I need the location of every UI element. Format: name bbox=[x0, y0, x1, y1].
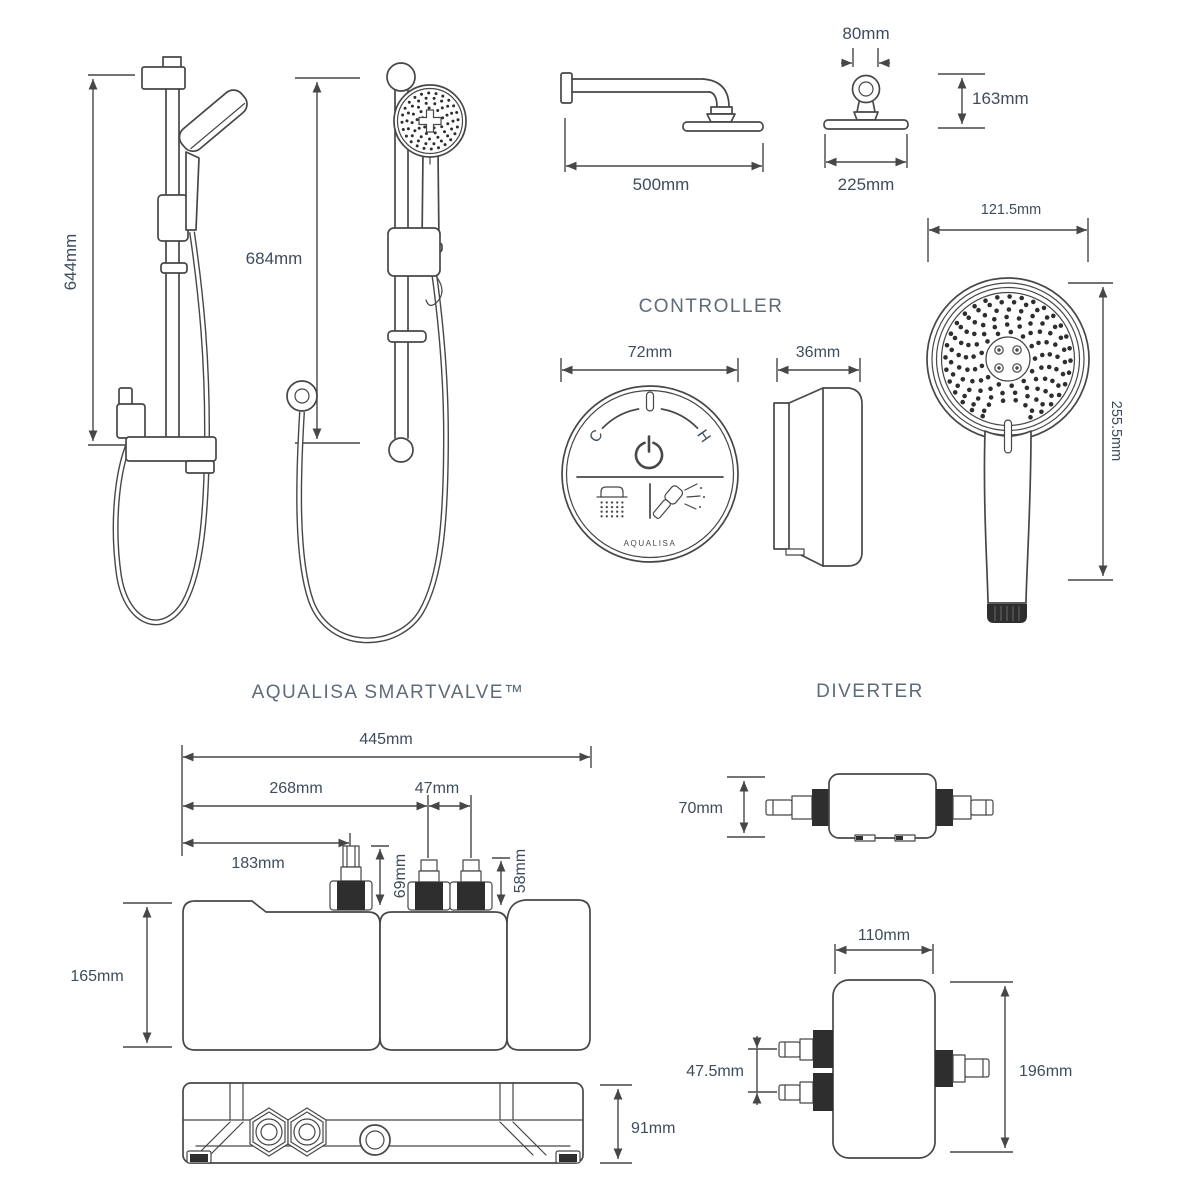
slide-rail-side-view: 644mm bbox=[61, 56, 248, 626]
rail-side-height-label: 644mm bbox=[61, 234, 80, 291]
outlet-offset-label: 183mm bbox=[231, 855, 284, 872]
smartvalve-width-label: 445mm bbox=[359, 731, 412, 748]
diverter-side-view: 70mm bbox=[679, 773, 994, 842]
diverter-width-label: 110mm bbox=[858, 927, 910, 944]
valve-depth-label: 91mm bbox=[631, 1120, 675, 1137]
diverter-right-nut bbox=[936, 789, 953, 826]
power-icon bbox=[634, 435, 664, 470]
rail-top-bracket bbox=[141, 66, 186, 90]
shower-hose-side bbox=[112, 231, 211, 626]
wall-outlet-ring bbox=[286, 380, 318, 412]
controller-dial: C H bbox=[561, 385, 739, 563]
arm-wall-plate bbox=[560, 72, 573, 104]
diverter-body-side bbox=[828, 773, 937, 839]
rail-bottom-cap bbox=[388, 437, 414, 463]
handset-length-label: 255.5mm bbox=[1108, 401, 1124, 461]
hot-label: H bbox=[693, 427, 713, 446]
diverter-body-front bbox=[832, 979, 936, 1159]
handset-handle bbox=[983, 419, 1032, 623]
cold-label: C bbox=[586, 427, 606, 446]
overhead-head-front bbox=[823, 119, 909, 130]
valve-inlet-port-2 bbox=[449, 859, 493, 911]
smartvalve-front-view bbox=[182, 845, 591, 1051]
diverter-left-nut bbox=[812, 789, 829, 826]
overhead-arm-side-view: 500mm bbox=[560, 72, 764, 194]
wall-outlet-stub bbox=[118, 387, 133, 406]
rail-front-height-label: 684mm bbox=[246, 249, 303, 268]
handset-face-front bbox=[393, 84, 467, 165]
valve-inlet-port-1 bbox=[407, 859, 451, 911]
mount-width-label: 80mm bbox=[842, 24, 889, 43]
arm-collar bbox=[710, 106, 733, 115]
dial-top-notch bbox=[645, 391, 655, 412]
diverter-section: DIVERTER 70mm 110mm bbox=[679, 681, 1072, 1159]
diverter-outlet-port bbox=[935, 1050, 990, 1087]
smartvalve-section: AQUALISA SMARTVALVE™ 445mm 268mm 47mm 18… bbox=[70, 682, 675, 1164]
controller-depth-label: 36mm bbox=[796, 344, 840, 361]
inlet-port-height-label: 58mm bbox=[512, 849, 529, 893]
fixed-head-icon bbox=[596, 486, 628, 518]
smartvalve-title: AQUALISA SMARTVALVE™ bbox=[252, 682, 525, 703]
rail-top-cap bbox=[386, 62, 416, 92]
rail-clamp-ring bbox=[160, 262, 188, 274]
arm-length-label: 500mm bbox=[633, 175, 690, 194]
diverter-port-spacing-label: 47.5mm bbox=[686, 1063, 744, 1080]
controller-title: CONTROLLER bbox=[639, 296, 784, 317]
outlet-port-height-label: 69mm bbox=[392, 854, 409, 898]
valve-hex-union-2 bbox=[287, 1107, 327, 1157]
handset-icon bbox=[652, 483, 705, 519]
handset-holder bbox=[387, 227, 441, 277]
diverter-side-height-label: 70mm bbox=[679, 800, 723, 817]
shower-hose-front bbox=[296, 251, 450, 644]
inlet-spacing-label: 47mm bbox=[415, 780, 459, 797]
diverter-front-view: 110mm bbox=[686, 927, 1072, 1159]
mount-ball-joint bbox=[851, 74, 881, 104]
drop-height-label: 163mm bbox=[972, 89, 1029, 108]
diverter-inlet-port-1 bbox=[778, 1030, 833, 1068]
diverter-height-label: 196mm bbox=[1019, 1063, 1072, 1080]
valve-outlet-port bbox=[329, 845, 373, 911]
rail-slider bbox=[157, 194, 189, 242]
rail-bottom-bracket-tab bbox=[185, 460, 215, 474]
slide-rail-front-view: 684mm bbox=[246, 62, 467, 644]
controller-side-view bbox=[773, 387, 863, 567]
rail-clamp-ring-front bbox=[387, 330, 427, 343]
overhead-head-front-view: 80mm 225mm 163mm bbox=[823, 24, 1029, 194]
wall-outlet-elbow bbox=[116, 403, 146, 439]
handset-hub bbox=[985, 336, 1031, 382]
rail-bottom-bracket bbox=[125, 436, 217, 462]
handset-width-label: 121.5mm bbox=[981, 202, 1041, 218]
handset-spray-selector bbox=[418, 109, 442, 133]
valve-height-label: 165mm bbox=[70, 968, 123, 985]
handset-front-view: 121.5mm 255.5mm bbox=[926, 202, 1124, 623]
smartvalve-bottom-view bbox=[182, 1082, 584, 1164]
valve-hex-union-1 bbox=[249, 1107, 289, 1157]
controller-side-tab bbox=[785, 548, 805, 556]
diverter-title: DIVERTER bbox=[816, 681, 924, 702]
head-width-label: 225mm bbox=[838, 175, 895, 194]
valve-round-union bbox=[359, 1124, 391, 1156]
overhead-head-side bbox=[682, 121, 764, 132]
handset-side-view bbox=[178, 89, 248, 231]
handset-clip-slot bbox=[1003, 419, 1013, 454]
controller-width-label: 72mm bbox=[628, 344, 672, 361]
controller-section: CONTROLLER 72mm 36mm C H bbox=[560, 296, 863, 567]
diverter-inlet-port-2 bbox=[778, 1073, 833, 1111]
inlet-offset-label: 268mm bbox=[269, 780, 322, 797]
brand-logo-text: AQUALISA bbox=[624, 539, 677, 548]
